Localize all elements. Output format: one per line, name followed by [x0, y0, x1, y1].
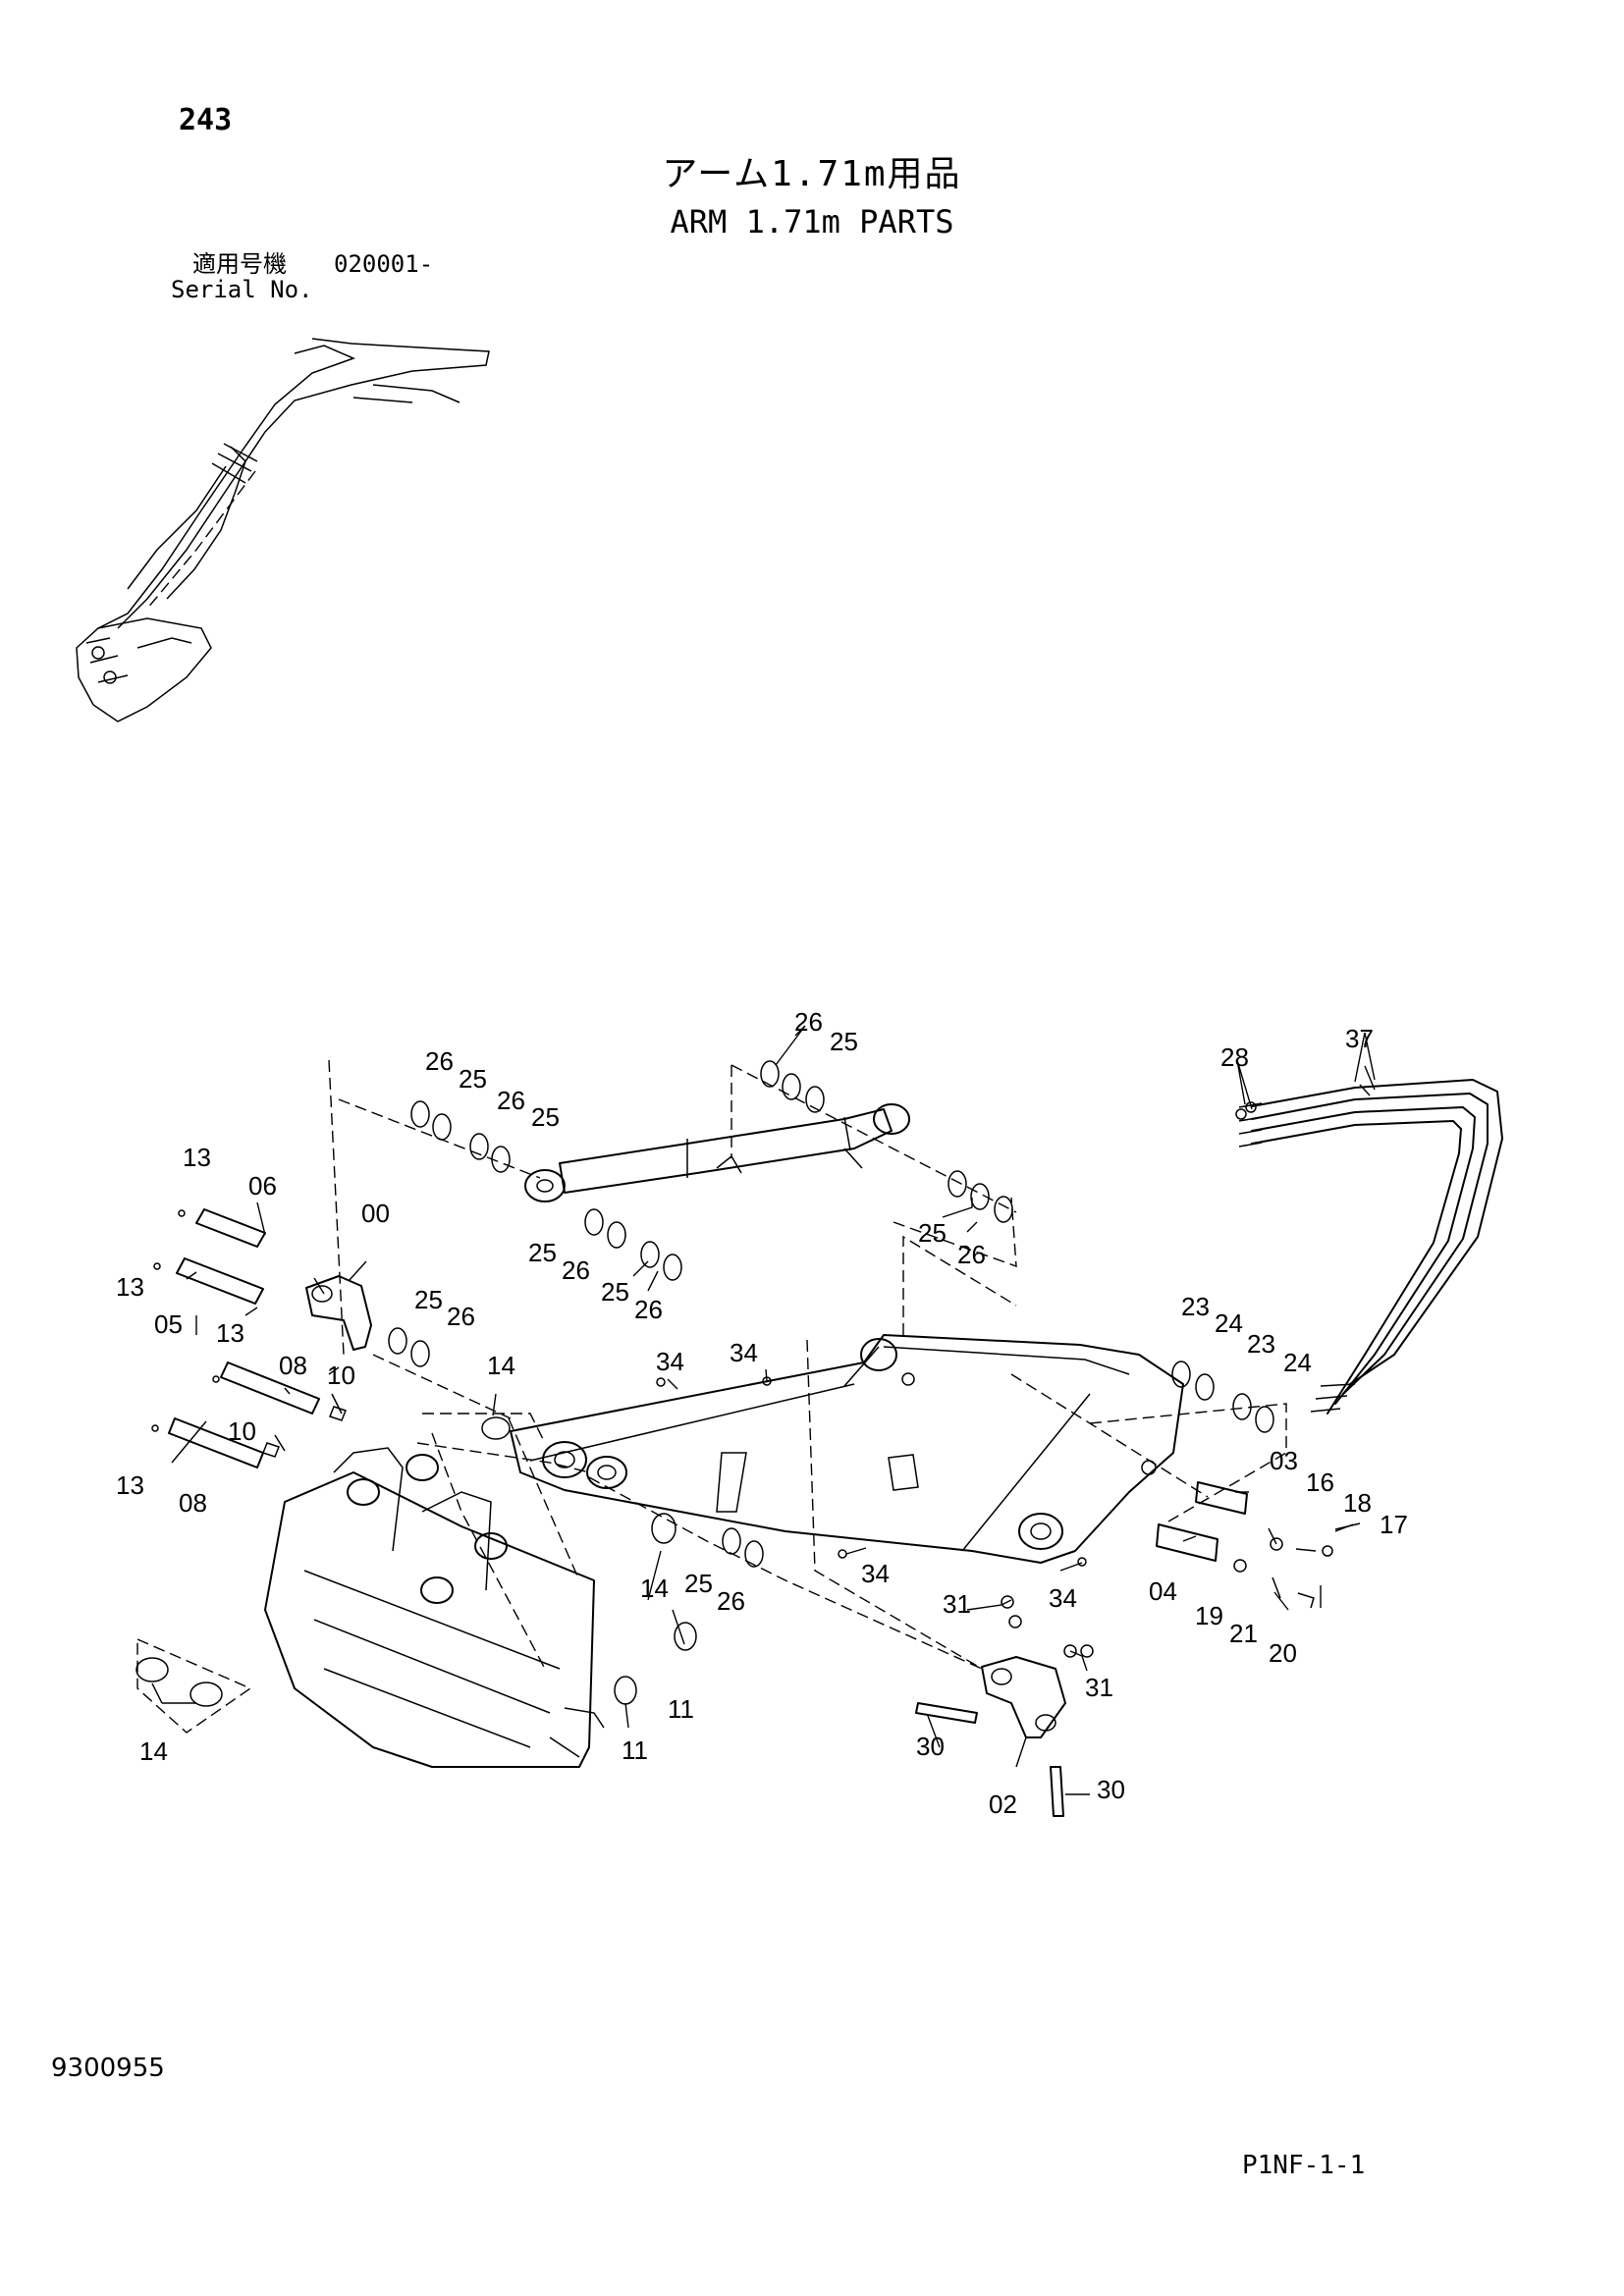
arm-body	[510, 1334, 1184, 1564]
callout-08: 08	[279, 1351, 307, 1380]
pins	[168, 1208, 1248, 1817]
callout-26: 26	[634, 1295, 663, 1324]
callout-05: 05	[154, 1309, 183, 1339]
callout-19: 19	[1195, 1601, 1223, 1630]
callout-10: 10	[327, 1361, 355, 1390]
callout-25: 25	[601, 1277, 629, 1307]
callout-13: 13	[116, 1272, 144, 1302]
callout-25: 25	[528, 1238, 557, 1267]
small-hardware	[151, 1101, 1361, 1658]
callout-21: 21	[1229, 1619, 1258, 1648]
callout-34: 34	[861, 1559, 890, 1588]
serial-label-japanese: 適用号機	[192, 250, 287, 278]
leader-lines	[151, 1025, 1376, 1795]
arm-cylinder	[524, 1103, 910, 1202]
callout-00: 00	[361, 1199, 390, 1228]
page-number: 243	[179, 103, 233, 137]
hydraulic-hoses	[1238, 1079, 1503, 1415]
callout-08: 08	[179, 1488, 207, 1518]
callout-30: 30	[1097, 1775, 1125, 1804]
thumbnail-bucket	[76, 617, 212, 722]
callout-14: 14	[487, 1351, 515, 1380]
callout-26: 26	[717, 1586, 745, 1616]
callout-25: 25	[414, 1285, 443, 1314]
callout-34: 34	[730, 1338, 758, 1367]
callout-14: 14	[139, 1736, 168, 1766]
callout-26: 26	[447, 1302, 475, 1331]
alignment-lines	[136, 1059, 1287, 1734]
part-callouts: 13 06 00 13 05 13 08 10 10 13 08 26 25 2…	[116, 1007, 1408, 1819]
callout-25: 25	[531, 1102, 560, 1132]
rings-and-shims	[135, 1060, 1274, 1707]
callout-26: 26	[957, 1240, 986, 1269]
callout-03: 03	[1270, 1446, 1298, 1475]
callout-28: 28	[1220, 1042, 1249, 1072]
callout-25: 25	[830, 1027, 858, 1056]
callout-26: 26	[794, 1007, 823, 1037]
callout-31: 31	[1085, 1673, 1113, 1702]
callout-25: 25	[918, 1218, 947, 1248]
callout-11: 11	[668, 1694, 694, 1724]
callout-13: 13	[183, 1143, 211, 1172]
callout-14: 14	[640, 1574, 669, 1603]
callout-02: 02	[989, 1789, 1017, 1819]
callout-31: 31	[943, 1589, 971, 1619]
callout-20: 20	[1269, 1638, 1297, 1668]
callout-30: 30	[916, 1732, 945, 1761]
callout-06: 06	[248, 1171, 277, 1201]
callout-16: 16	[1306, 1468, 1334, 1497]
link-02	[981, 1656, 1066, 1738]
callout-18: 18	[1343, 1488, 1372, 1518]
callout-25: 25	[684, 1569, 713, 1598]
callout-04: 04	[1149, 1576, 1177, 1606]
document-number: 9300955	[51, 2054, 165, 2083]
callout-23: 23	[1247, 1329, 1275, 1359]
page-title-japanese: アーム1.71m用品	[662, 154, 962, 194]
link-lever-00	[305, 1275, 372, 1351]
page-code: P1NF-1-1	[1242, 2151, 1366, 2180]
callout-34: 34	[1049, 1583, 1077, 1613]
callout-23: 23	[1181, 1292, 1210, 1321]
callout-34: 34	[656, 1347, 684, 1376]
callout-26: 26	[425, 1046, 454, 1076]
callout-17: 17	[1380, 1510, 1408, 1539]
page-title-english: ARM 1.71m PARTS	[670, 203, 954, 240]
callout-26: 26	[497, 1086, 525, 1115]
callout-13: 13	[116, 1470, 144, 1500]
thumbnail-boom-arm	[97, 338, 490, 629]
serial-range: 020001-	[334, 250, 434, 278]
callout-11: 11	[622, 1735, 648, 1765]
callout-25: 25	[459, 1064, 487, 1094]
callout-37: 37	[1345, 1024, 1374, 1053]
bucket	[264, 1447, 605, 1768]
callout-24: 24	[1215, 1308, 1243, 1338]
callout-10: 10	[228, 1416, 256, 1446]
serial-label-english: Serial No.	[171, 276, 313, 303]
callout-26: 26	[562, 1255, 590, 1285]
callout-24: 24	[1283, 1348, 1312, 1377]
callout-13: 13	[216, 1318, 244, 1348]
